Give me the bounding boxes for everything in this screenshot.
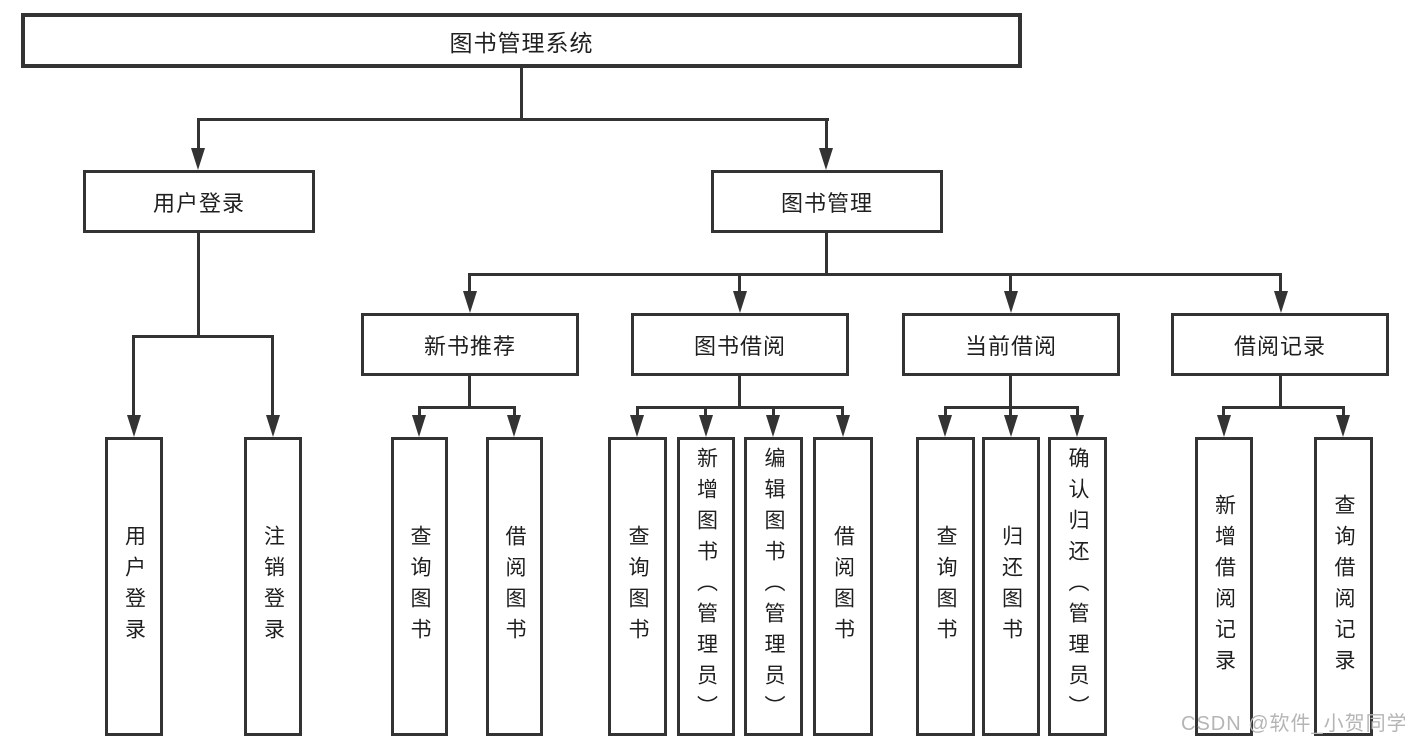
leaf-add-borrow-record: 新增借阅记录 [1195, 437, 1253, 736]
edge-to-leaf [636, 406, 639, 417]
leaf-query-book-current: 查询图书 [916, 437, 975, 736]
edge-new-book-rec-bar [418, 406, 516, 409]
leaf-add-book-admin: 新增图书（管理员） [677, 437, 735, 736]
arrowhead-leaf-logout [266, 415, 280, 437]
edge-to-new-book-rec [468, 273, 471, 291]
edge-to-user-login [197, 118, 200, 150]
edge-borrow-records-bar [1222, 406, 1345, 409]
edge-to-book-borrow [738, 273, 741, 291]
arrowhead-leaf-user-login [127, 415, 141, 437]
node-label: 用户登录 [152, 190, 245, 216]
edge-to-leaf [1076, 406, 1079, 417]
arrowhead-leaf-borrow-book-1 [507, 415, 521, 437]
edge-current-borrow-trunk [1009, 376, 1012, 406]
leaf-label: 查询借阅记录 [1332, 493, 1355, 680]
arrowhead-new-book-rec [463, 291, 477, 313]
edge-root-trunk [520, 68, 523, 118]
edge-to-leaf [944, 406, 947, 417]
edge-to-leaf [418, 406, 421, 417]
leaf-label: 用户登录 [122, 524, 146, 649]
leaf-label: 新增借阅记录 [1212, 493, 1236, 680]
arrowhead-leaf-query-book-1 [412, 415, 426, 437]
edge-book-borrow-bar [636, 406, 844, 409]
edge-to-leaf [772, 406, 775, 417]
leaf-user-login: 用户登录 [105, 437, 163, 736]
arrowhead-leaf-add-book [699, 415, 713, 437]
edge-new-book-rec-trunk [468, 376, 471, 406]
node-user-login: 用户登录 [83, 170, 315, 233]
edge-to-leaf [513, 406, 516, 417]
leaf-edit-book-admin: 编辑图书（管理员） [744, 437, 803, 736]
edge-to-leaf-logout [271, 335, 274, 417]
leaf-label: 注销登录 [261, 524, 285, 649]
leaf-label: 归还图书 [999, 524, 1023, 649]
edge-to-leaf [841, 406, 844, 417]
arrowhead-leaf-return-book [1004, 415, 1018, 437]
edge-to-leaf [1009, 406, 1012, 417]
arrowhead-leaf-add-record [1217, 415, 1231, 437]
node-borrowing-records: 借阅记录 [1171, 313, 1389, 376]
edge-book-borrow-trunk [738, 376, 741, 406]
leaf-query-book-borrowing: 查询图书 [608, 437, 667, 736]
node-label: 当前借阅 [964, 333, 1057, 359]
leaf-query-borrow-record: 查询借阅记录 [1314, 437, 1373, 736]
arrowhead-book-mgmt [819, 148, 833, 170]
arrowhead-leaf-borrow-book-2 [836, 415, 850, 437]
arrowhead-leaf-query-book-2 [630, 415, 644, 437]
node-label: 图书管理 [780, 190, 873, 216]
arrowhead-current-borrow [1004, 291, 1018, 313]
edge-to-book-mgmt [825, 118, 828, 150]
node-label: 新书推荐 [423, 333, 516, 359]
leaf-label: 借阅图书 [503, 524, 526, 649]
edge-borrow-records-trunk [1279, 376, 1282, 406]
leaf-query-book-recommend: 查询图书 [391, 437, 448, 736]
edge-to-borrow-records [1279, 273, 1282, 291]
leaf-logout: 注销登录 [244, 437, 302, 736]
edge-to-leaf [1342, 406, 1345, 417]
csdn-watermark: CSDN @软件_小贺同学 [1181, 713, 1405, 735]
leaf-label: 确认归还（管理员） [1066, 447, 1089, 726]
leaf-label: 查询图书 [934, 524, 957, 649]
arrowhead-leaf-confirm-return [1070, 415, 1084, 437]
leaf-confirm-return-admin: 确认归还（管理员） [1048, 437, 1107, 736]
edge-to-leaf-user-login [132, 335, 135, 417]
edge-book-mgmt-trunk [825, 233, 828, 273]
edge-user-login-bar [132, 335, 274, 338]
arrowhead-borrow-records [1274, 291, 1288, 313]
leaf-label: 借阅图书 [831, 524, 855, 649]
edge-root-bar [197, 118, 829, 121]
node-new-book-recommend: 新书推荐 [361, 313, 579, 376]
node-library-management-system: 图书管理系统 [21, 13, 1022, 68]
leaf-borrow-book: 借阅图书 [813, 437, 873, 736]
arrowhead-user-login [191, 148, 205, 170]
node-label: 借阅记录 [1233, 333, 1326, 359]
edge-to-leaf [704, 406, 707, 417]
node-label: 图书管理系统 [449, 29, 594, 56]
arrowhead-book-borrow [733, 291, 747, 313]
leaf-label: 编辑图书（管理员） [762, 447, 785, 726]
leaf-label: 新增图书（管理员） [694, 447, 718, 726]
leaf-borrow-book-recommend: 借阅图书 [486, 437, 543, 736]
arrowhead-leaf-edit-book [766, 415, 780, 437]
node-book-management: 图书管理 [711, 170, 943, 233]
node-book-borrowing: 图书借阅 [631, 313, 849, 376]
edge-book-mgmt-bar [468, 273, 1282, 276]
leaf-return-book: 归还图书 [982, 437, 1040, 736]
node-label: 图书借阅 [693, 333, 786, 359]
edge-to-leaf [1222, 406, 1225, 417]
node-current-borrowing: 当前借阅 [902, 313, 1120, 376]
leaf-label: 查询图书 [626, 524, 649, 649]
edge-to-current-borrow [1009, 273, 1012, 291]
edge-user-login-trunk [197, 233, 200, 335]
leaf-label: 查询图书 [408, 524, 431, 649]
arrowhead-leaf-query-record [1336, 415, 1350, 437]
arrowhead-leaf-query-book-3 [938, 415, 952, 437]
